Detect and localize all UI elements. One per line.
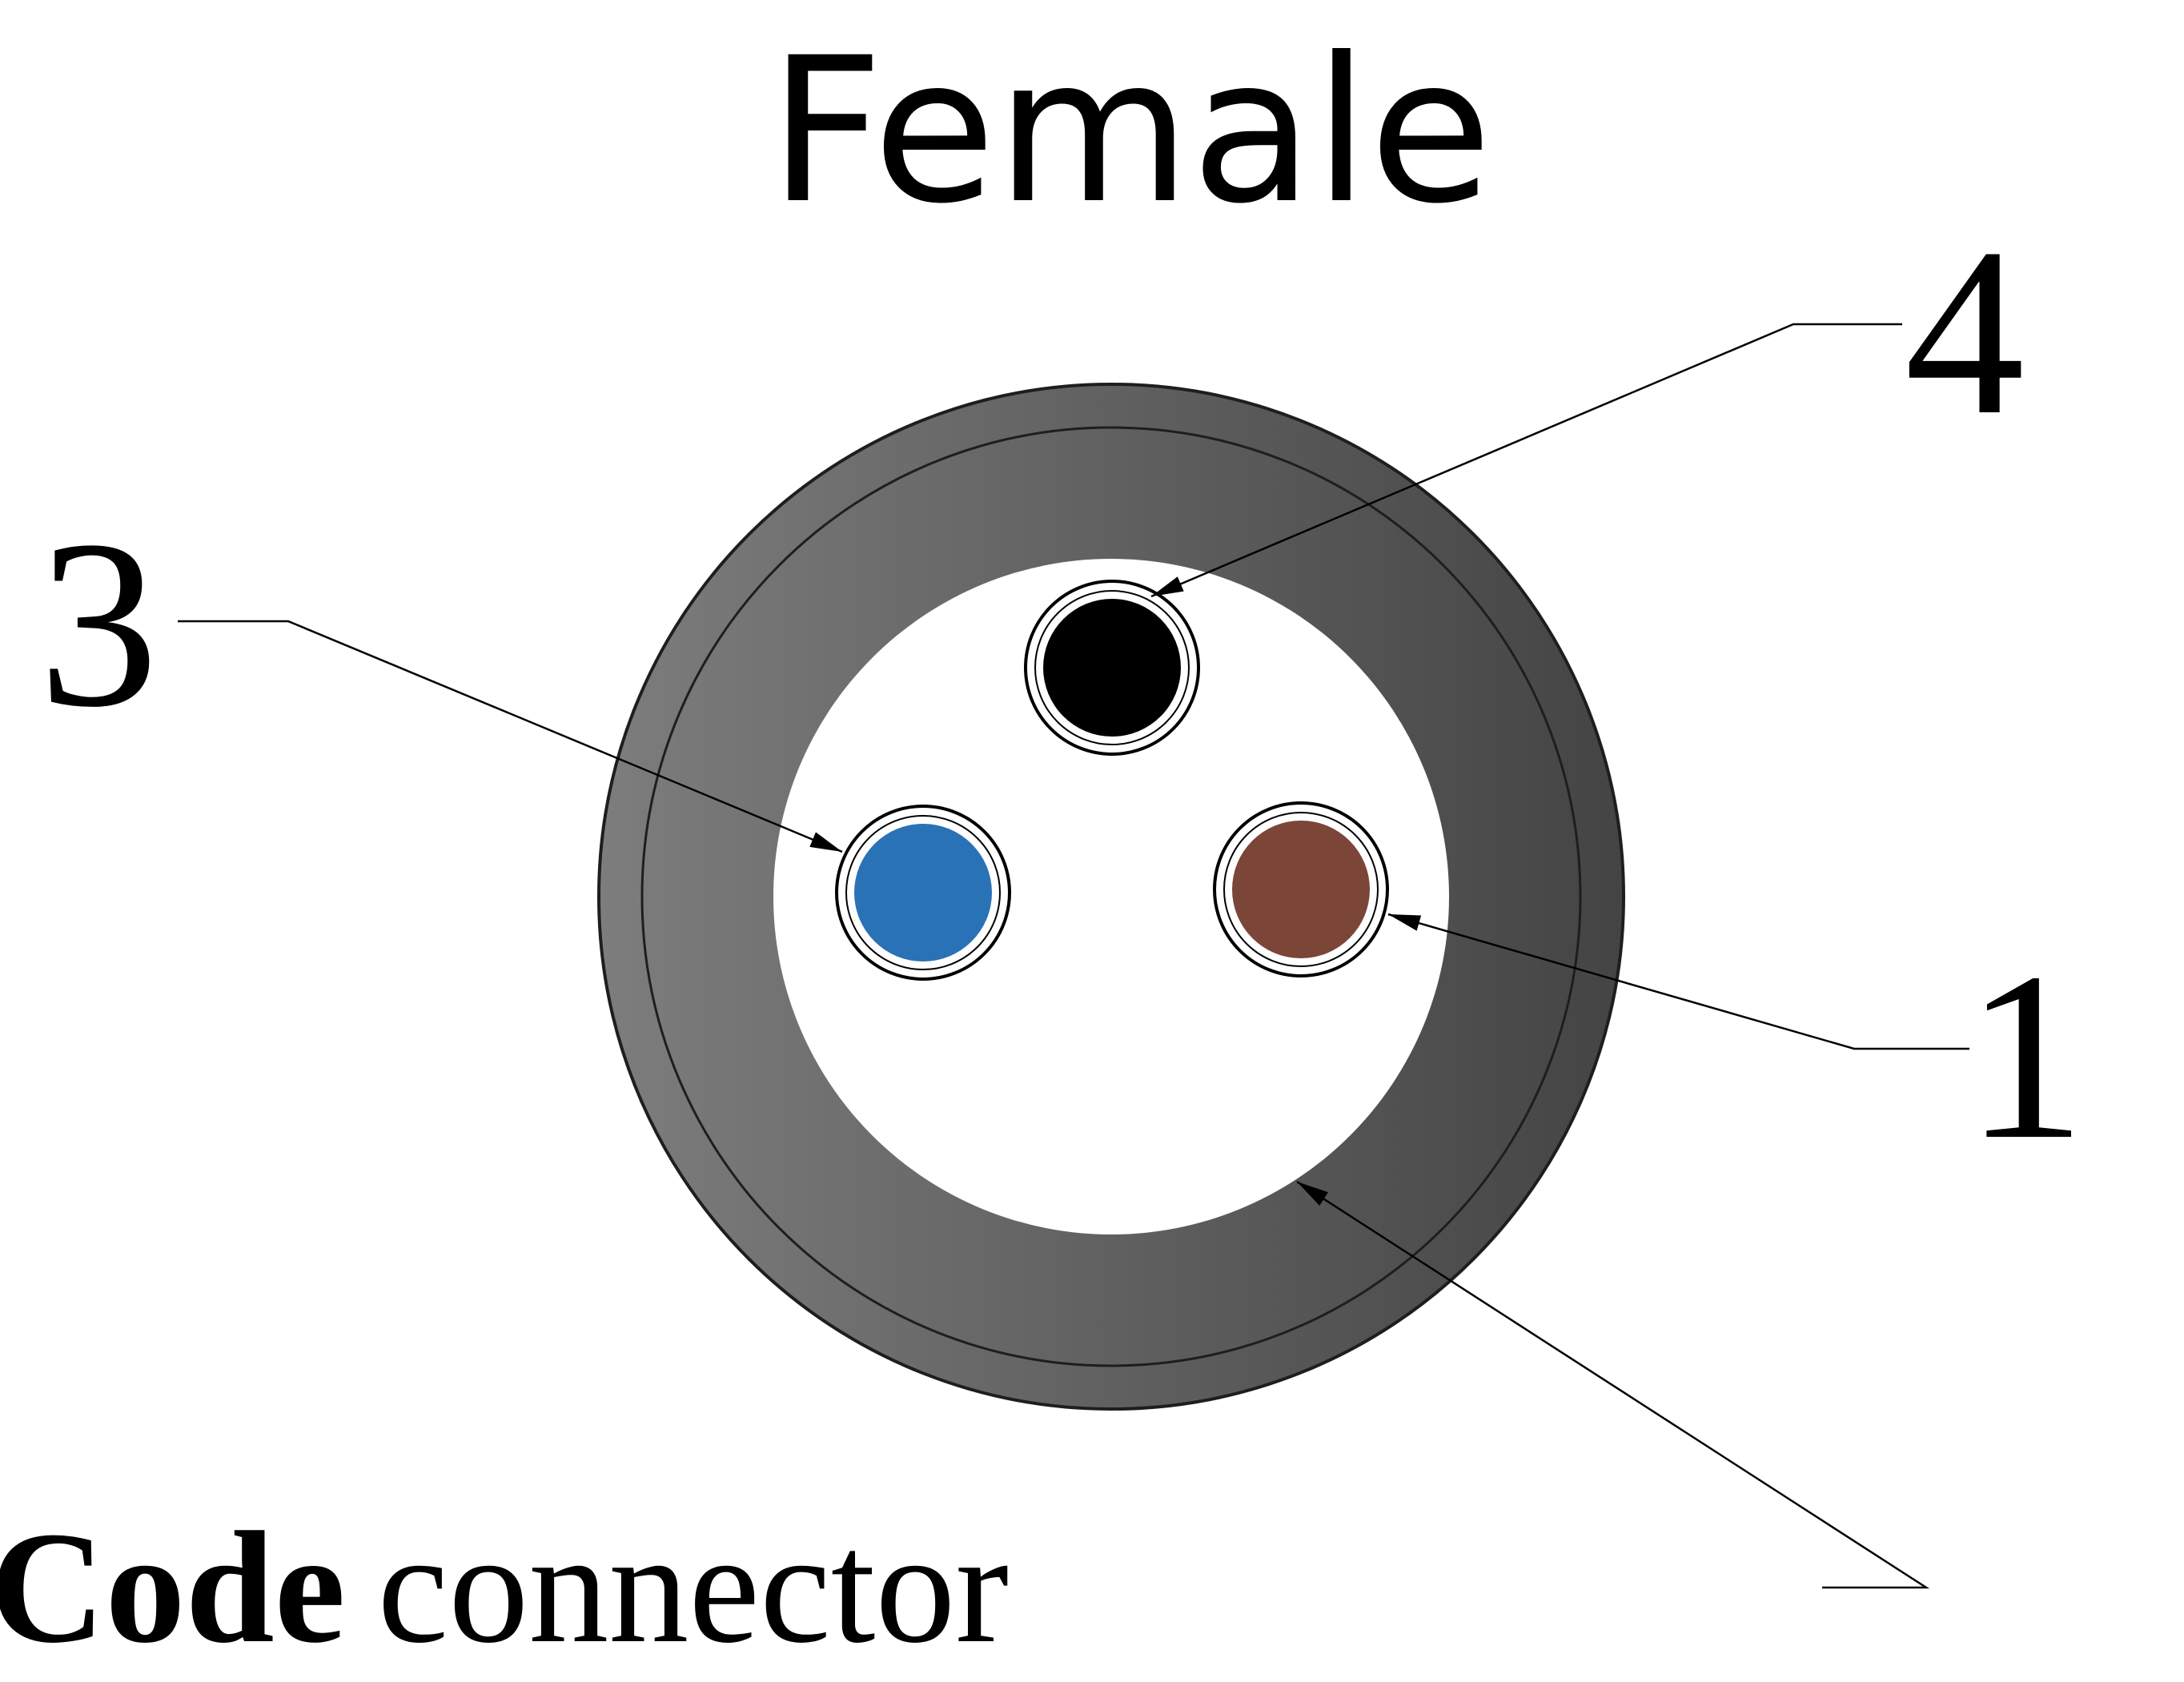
pin-number-1: 1 <box>1965 923 2086 1189</box>
pin-3-contact <box>854 824 992 961</box>
connector-housing <box>597 383 1625 1411</box>
pin-3-insulator-inner <box>845 815 1001 970</box>
leader-line-pin-3 <box>178 620 843 853</box>
pin-3 <box>835 805 1011 981</box>
leader-line-keyway <box>1296 1180 1930 1589</box>
connector-face <box>773 559 1449 1234</box>
caption-type: connector <box>378 1499 1009 1676</box>
connector-caption: A Code connector <box>0 1499 1009 1676</box>
leader-line-pin-4 <box>1150 323 1902 598</box>
pin-number-3: 3 <box>38 491 159 757</box>
pin-4-contact <box>1043 599 1181 737</box>
pin-1-insulator-inner <box>1223 812 1379 967</box>
housing-inner-groove <box>640 426 1582 1367</box>
diagram-title: Female <box>769 14 1492 247</box>
pin-1-contact <box>1232 821 1370 958</box>
pin-4-insulator-inner <box>1034 590 1190 745</box>
pin-number-4: 4 <box>1905 199 2025 464</box>
pin-4 <box>1024 580 1200 756</box>
leader-line-pin-1 <box>1387 913 1969 1050</box>
caption-code: A Code <box>0 1499 346 1676</box>
pin-1 <box>1213 801 1389 977</box>
